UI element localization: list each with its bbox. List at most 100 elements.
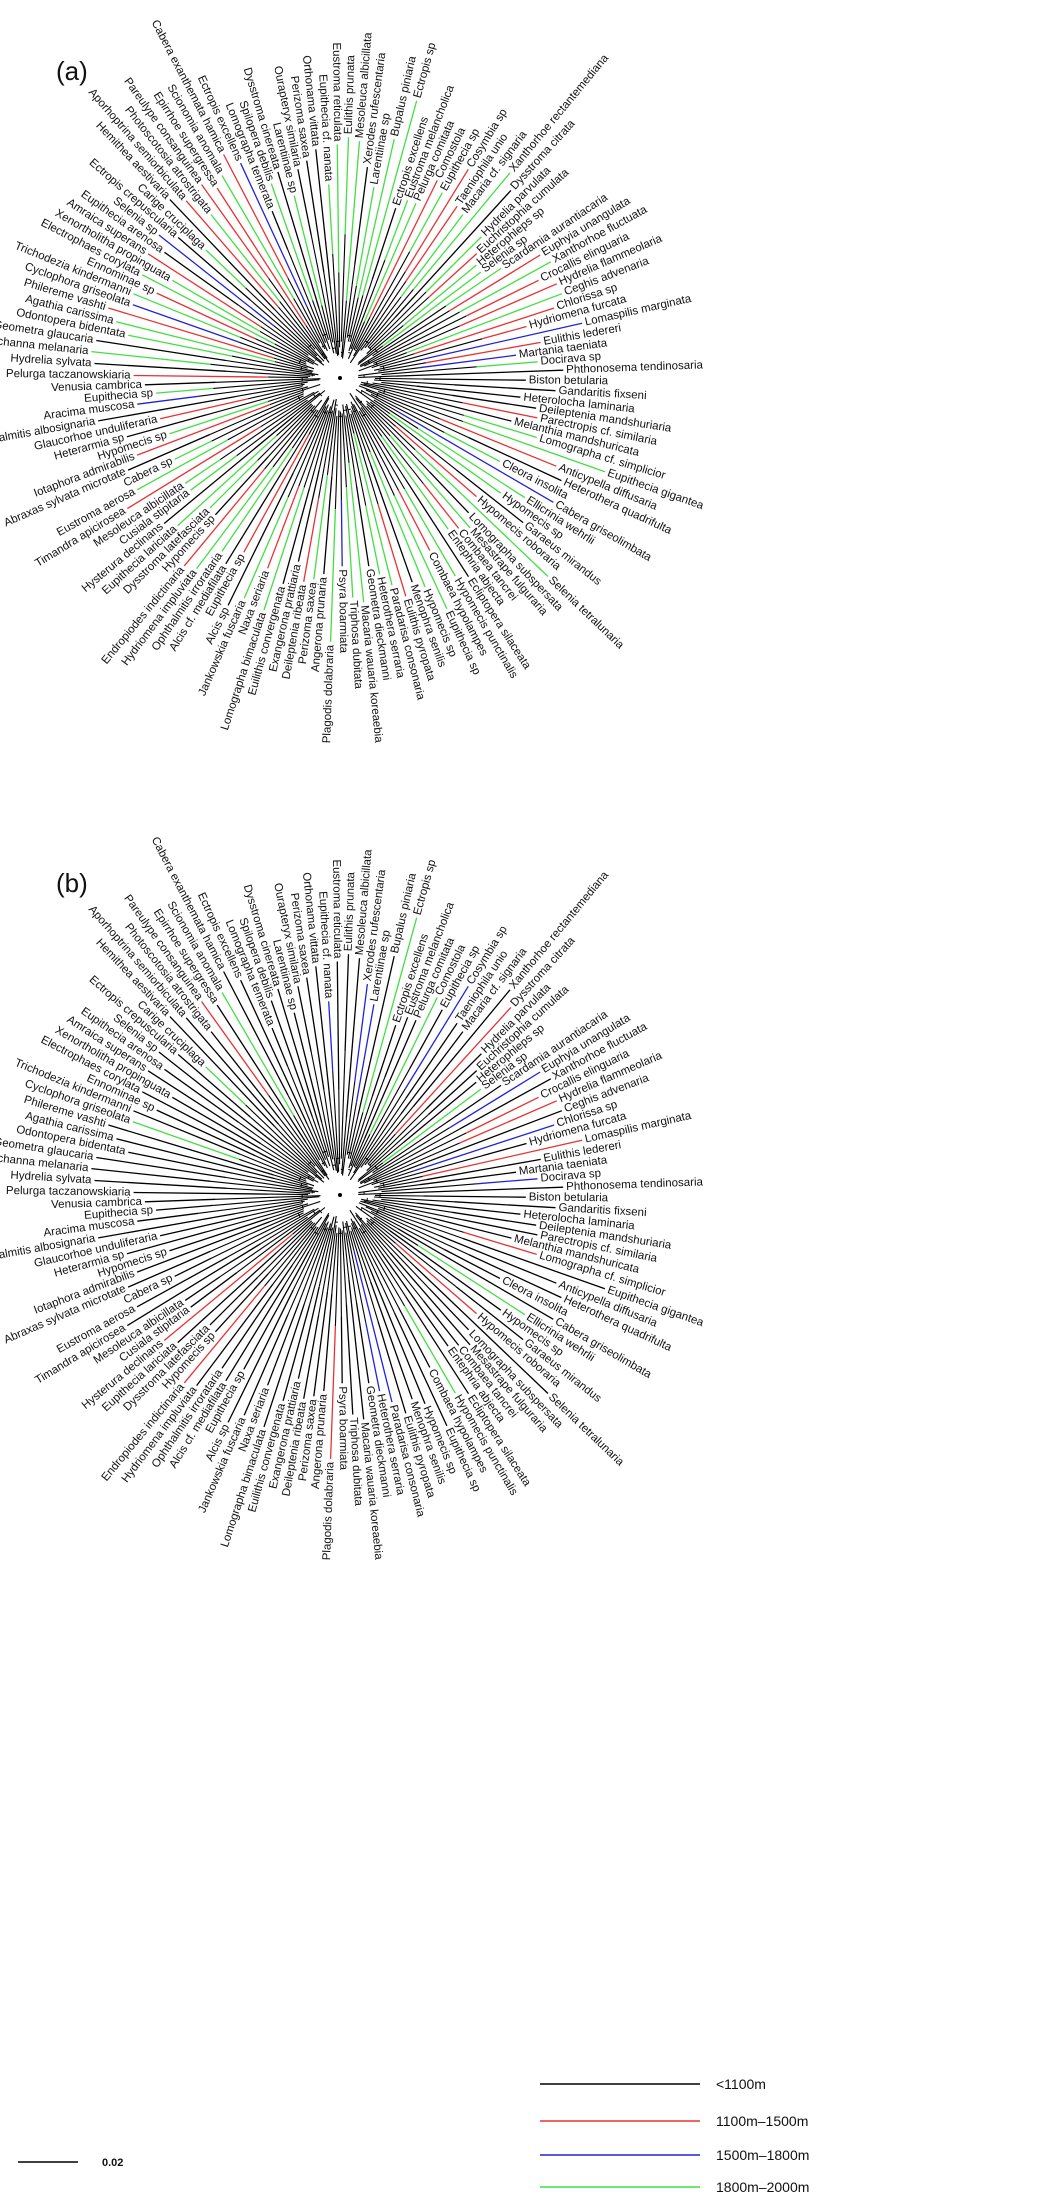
tree-a-internal-branch: [206, 386, 309, 416]
tree-b-terminal-branch: [354, 984, 369, 1082]
tree-a-terminal-branch: [313, 474, 329, 580]
tree-b-terminal-branch: [425, 1053, 482, 1110]
tree-a-internal-branch: [237, 304, 309, 356]
tree-a-terminal-branch: [365, 505, 381, 575]
tree-b-internal-branch: [226, 1187, 311, 1194]
tree-a-terminal-branch: [459, 283, 557, 327]
tree-b-node-connector: [319, 1210, 323, 1214]
tree-b-terminal-branch: [345, 1304, 354, 1415]
tree-b-internal-branch: [291, 1226, 319, 1266]
tree-a-terminal-branch: [177, 237, 251, 301]
tree-a-internal-branch: [358, 385, 440, 420]
tree-b-internal-branch: [338, 1089, 341, 1165]
tree-a-terminal-branch: [108, 307, 274, 359]
tree-b-terminal-branch: [306, 977, 325, 1090]
tree-a-internal-branch: [350, 413, 379, 505]
tree-a-internal-branch: [326, 408, 337, 475]
tree-a-terminal-branch: [293, 195, 323, 306]
tree-a-tip-label: Hydrelia sylvata: [10, 353, 92, 370]
tree-b-internal-branch: [257, 1221, 314, 1278]
tree-a-internal-branch: [339, 411, 342, 501]
tree-b-terminal-branch: [136, 1256, 229, 1308]
tree-b-internal-branch: [278, 1123, 316, 1167]
tree-a-terminal-branch: [329, 508, 337, 642]
tree-a-terminal-branch: [266, 485, 300, 569]
tree-a-terminal-branch: [336, 144, 340, 273]
tree-b-terminal-branch: [348, 1279, 365, 1420]
tree-a-internal-branch: [373, 379, 455, 386]
tree-b-terminal-branch: [455, 1286, 524, 1341]
legend-label-under-1100: <1100m: [716, 2076, 766, 2092]
tree-b-internal-branch: [339, 1228, 342, 1318]
tree-b-tip-label: Eulithis prunata: [343, 871, 358, 951]
tree-b-internal-branch: [239, 1158, 315, 1187]
tree-b-terminal-branch: [404, 1305, 456, 1394]
tree-b-terminal-branch: [468, 1253, 562, 1299]
tree-a-terminal-branch: [405, 205, 458, 282]
tree-b-tip-label: Venusia cambrica: [51, 1196, 143, 1211]
tree-a-terminal-branch: [221, 175, 295, 299]
tree-b-terminal-branch: [355, 1302, 370, 1384]
tree-a-terminal-branch: [393, 495, 448, 610]
tree-a-internal-branch: [369, 401, 457, 471]
tree-b-node-connector: [347, 1225, 352, 1228]
tree-a-terminal-branch: [397, 411, 554, 503]
tree-a-terminal-branch: [353, 433, 393, 586]
tree-a-internal-branch: [273, 357, 308, 369]
tree-b-internal-branch: [318, 1227, 334, 1287]
tree-b-terminal-branch: [297, 986, 312, 1053]
tree-b-internal-branch: [260, 1207, 319, 1245]
tree-b-terminal-branch: [243, 1251, 310, 1370]
tree-b-terminal-branch: [221, 992, 295, 1116]
tree-a-terminal-branch: [126, 426, 262, 510]
tree-b-tip-label: Psyra boarmiata: [336, 1386, 349, 1470]
tree-b-internal-branch: [264, 1216, 323, 1287]
tree-b-internal-branch: [367, 1133, 396, 1165]
tree-a-terminal-branch: [221, 447, 293, 552]
tree-a-terminal-branch: [282, 488, 311, 584]
tree-a-internal-branch: [350, 259, 386, 350]
tree-a-internal-branch: [287, 404, 329, 498]
tree-b-internal-branch: [260, 1143, 315, 1180]
tree-a-internal-branch: [274, 361, 314, 372]
tree-b-terminal-branch: [141, 1091, 276, 1162]
tree-b-terminal-branch: [355, 1004, 375, 1103]
tree-a-internal-branch: [287, 248, 327, 343]
tree-a-terminal-branch: [422, 483, 460, 529]
tree-b-terminal-branch: [462, 1219, 538, 1236]
tree-b-internal-branch: [341, 1117, 347, 1175]
tree-b-internal-branch: [206, 1203, 309, 1233]
tree-a-internal-branch: [372, 305, 447, 357]
tree-a-terminal-branch: [297, 169, 312, 236]
tree-b-terminal-branch: [98, 1212, 236, 1239]
tree-b-internal-branch: [353, 1220, 400, 1308]
tree-a-internal-branch: [349, 295, 364, 343]
tree-b-terminal-branch: [282, 1305, 311, 1401]
tree-a-terminal-branch: [414, 449, 549, 577]
tree-b-internal-branch: [259, 1147, 319, 1183]
tree-b-internal-branch: [363, 1200, 434, 1219]
tree-b-internal-branch: [360, 1200, 465, 1233]
tree-b-internal-branch: [235, 1200, 305, 1215]
tree-b-terminal-branch: [344, 954, 350, 1052]
tree-b-internal-branch: [373, 1142, 460, 1182]
tree-a-terminal-branch: [205, 249, 247, 289]
tree-a-node-connector: [353, 348, 357, 352]
tree-b-tip-label: Triphosa dubitata: [347, 1417, 364, 1507]
tree-a-internal-branch: [340, 234, 346, 342]
tree-a-internal-branch: [342, 404, 350, 463]
tree-a-internal-branch: [365, 389, 469, 438]
tree-b-terminal-branch: [277, 988, 320, 1126]
tree-a-terminal-branch: [169, 400, 269, 435]
tree-b-terminal-branch: [369, 1268, 426, 1405]
tree-b-terminal-branch: [96, 1156, 227, 1179]
tree-b-terminal-branch: [127, 1250, 211, 1288]
tree-a-internal-branch: [366, 403, 416, 451]
tree-a-internal-branch: [378, 362, 427, 372]
tree-b-terminal-branch: [91, 1167, 211, 1182]
tree-a-internal-branch: [341, 264, 356, 359]
tree-b-terminal-branch: [409, 1009, 443, 1070]
tree-a-terminal-branch: [209, 460, 258, 509]
tree-b-terminal-branch: [214, 1273, 269, 1333]
